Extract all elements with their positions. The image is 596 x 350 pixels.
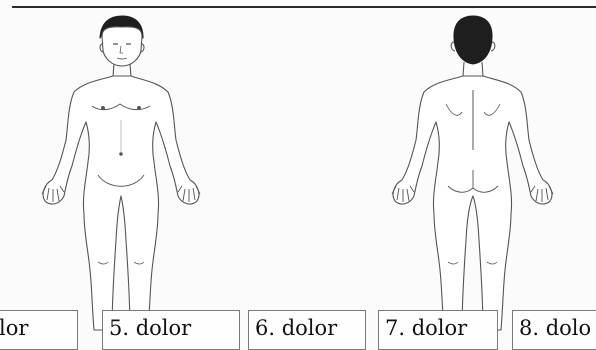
body-region-labels: lor 5. dolor 6. dolor 7. dolor 8. dolo [0, 310, 596, 341]
region-label-7: 7. dolor [378, 310, 498, 350]
body-diagram [0, 0, 596, 341]
back-body-figure [392, 16, 553, 330]
front-body-figure [42, 16, 200, 330]
region-label-4: lor [0, 310, 78, 350]
front-body-outline [43, 76, 199, 330]
region-label-5: 5. dolor [102, 310, 240, 350]
region-label-8: 8. dolo [512, 310, 596, 350]
region-label-6: 6. dolor [248, 310, 366, 350]
front-head [102, 27, 142, 66]
back-head [454, 16, 492, 64]
